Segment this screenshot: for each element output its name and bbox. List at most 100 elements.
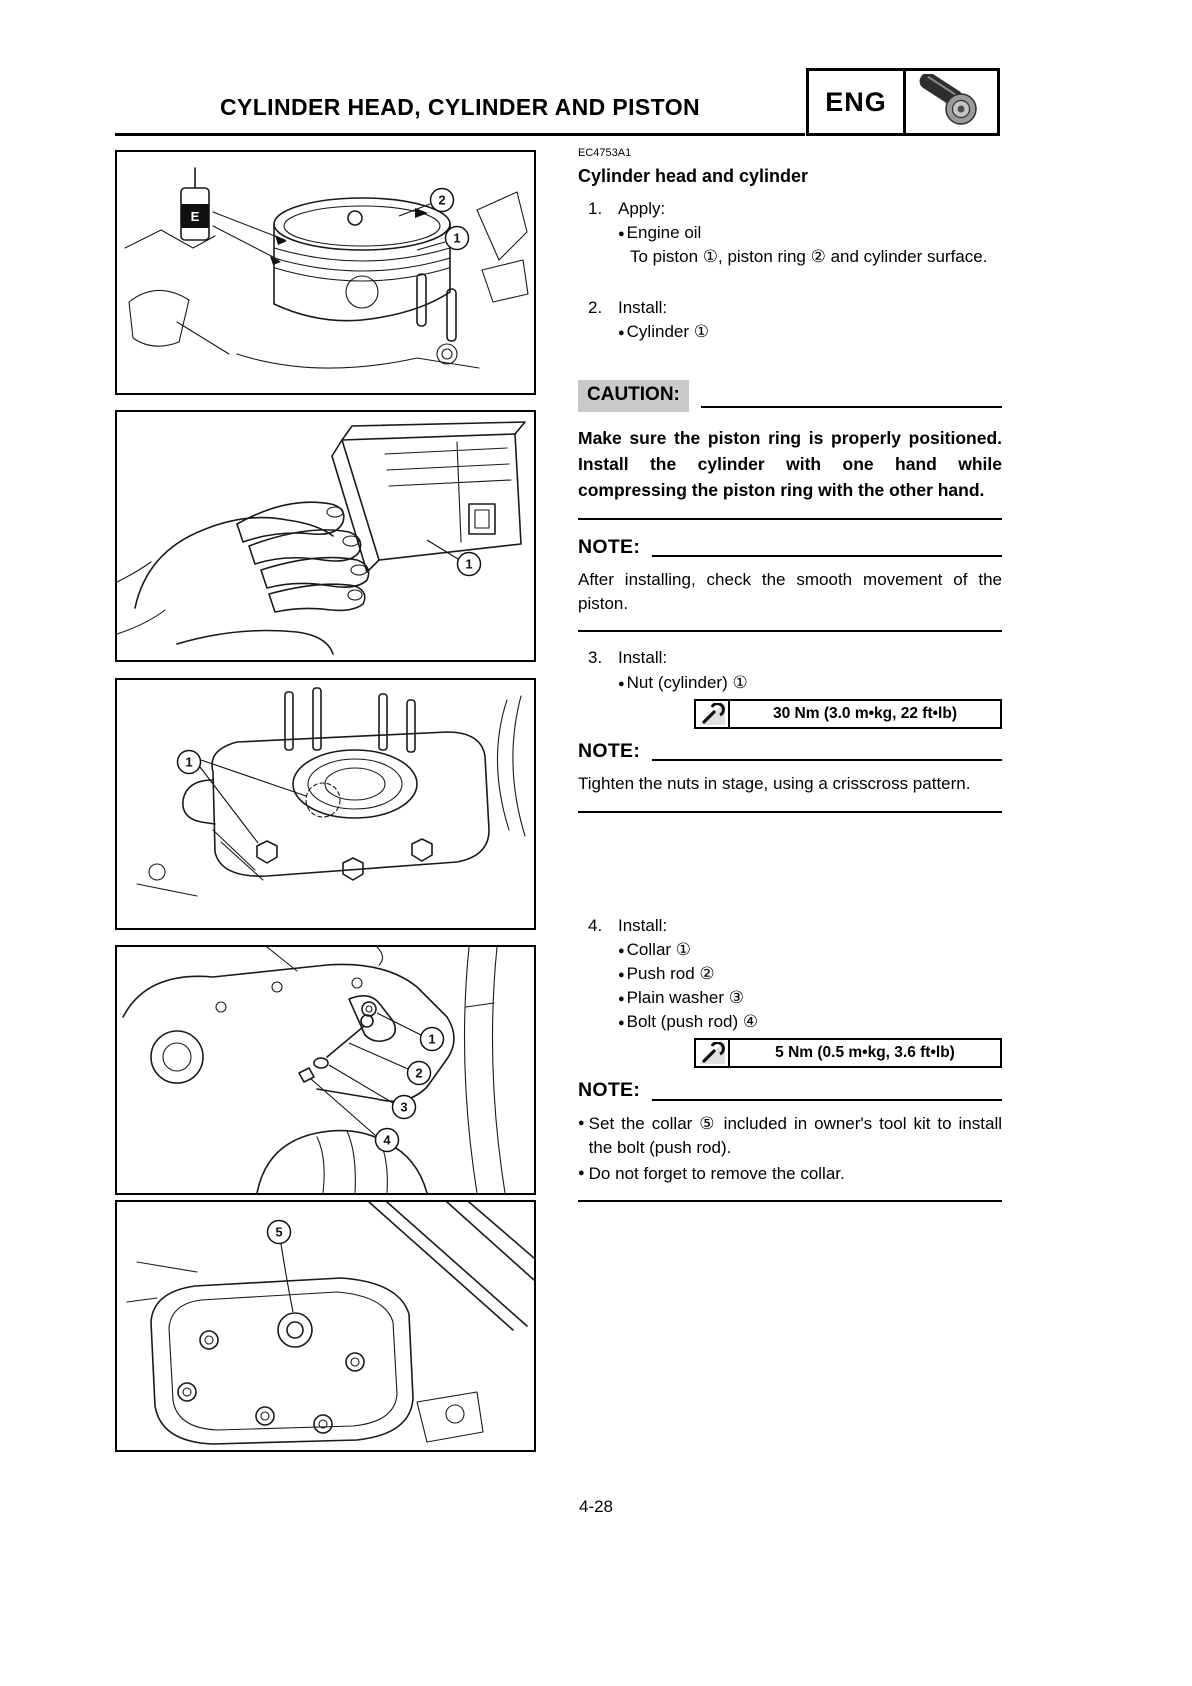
oil-type-label: E — [191, 209, 200, 224]
piston-drawing — [273, 197, 457, 342]
cylinder-drawing — [331, 421, 526, 573]
bullet-push-rod: Push rod ② — [578, 962, 1002, 986]
callout-1: 1 — [416, 225, 470, 251]
callout-1: 1 — [176, 749, 307, 844]
note-2-header: NOTE: — [578, 738, 1002, 766]
step-3: 3. Install: — [578, 646, 1002, 670]
note-2-label: NOTE: — [578, 739, 641, 762]
eng-badge-label: ENG — [825, 86, 887, 117]
section-rule — [578, 810, 1002, 813]
step-1: 1. Apply: — [578, 197, 1002, 221]
note-3-item-2-text: Do not forget to remove the collar. — [588, 1164, 845, 1184]
figure-piston-oil-art: E — [124, 167, 529, 369]
bullet-bolt-push-rod: Bolt (push rod) ④ — [578, 1010, 1002, 1034]
cylinder-top-drawing — [136, 687, 526, 897]
figure-collar: 5 — [115, 1200, 536, 1452]
figure-cylinder-nuts: 1 — [115, 678, 536, 930]
eng-badge: ENG — [806, 68, 906, 136]
section-rule — [578, 630, 1002, 633]
note-3-item-2: Do not forget to remove the collar. — [578, 1162, 1002, 1186]
bullet-plain-washer: Plain washer ③ — [578, 986, 1002, 1010]
page-title: CYLINDER HEAD, CYLINDER AND PISTON — [219, 94, 701, 120]
figure-collar-art: 5 — [126, 1202, 534, 1445]
torque-wrench-icon — [696, 1040, 730, 1067]
bullet-collar-text: Collar ① — [626, 939, 692, 959]
note-3-underline — [652, 1098, 1002, 1101]
step-2: 2. Install: — [578, 296, 1002, 320]
header: CYLINDER HEAD, CYLINDER AND PISTON — [115, 68, 805, 136]
callout-4: 4 — [310, 1078, 400, 1153]
bullet-collar: Collar ① — [578, 938, 1002, 962]
bullet-push-rod-text: Push rod ② — [626, 963, 715, 983]
svg-text:1: 1 — [465, 557, 472, 572]
note-3-item-1: Set the collar ⑤ included in owner's too… — [578, 1112, 1002, 1160]
figure-piston-oil: E — [115, 150, 536, 395]
content-column: EC4753A1 Cylinder head and cylinder 1. A… — [578, 146, 1002, 1216]
step-2-label: Install: — [618, 297, 668, 317]
callout-3: 3 — [328, 1064, 417, 1120]
note-1-label: NOTE: — [578, 535, 641, 558]
step-4-label: Install: — [618, 915, 668, 935]
note-1-text: After installing, check the smooth movem… — [578, 570, 1002, 614]
torque-spec-cylinder-nut: 30 Nm (3.0 m•kg, 22 ft•lb) — [694, 698, 1002, 729]
section-rule — [578, 517, 1002, 520]
note-2-underline — [652, 759, 1002, 762]
figures-column: E — [115, 150, 536, 1452]
caution-header: CAUTION: — [578, 379, 1002, 412]
svg-text:2: 2 — [415, 1066, 422, 1081]
torque-spec-push-rod-bolt: 5 Nm (0.5 m•kg, 3.6 ft•lb) — [694, 1038, 1002, 1069]
callout-1: 1 — [426, 539, 482, 577]
callout-1: 1 — [376, 1012, 445, 1052]
bullet-plain-washer-text: Plain washer ③ — [626, 987, 744, 1007]
crankcase-background — [124, 191, 529, 369]
callout-2: 2 — [398, 187, 455, 217]
torque-value: 30 Nm (3.0 m•kg, 22 ft•lb) — [773, 704, 957, 722]
note-3-label: NOTE: — [578, 1079, 641, 1102]
step-4-number: 4. — [588, 915, 603, 935]
spacer — [578, 827, 1002, 911]
section-title: Cylinder head and cylinder — [578, 165, 809, 186]
engine-case-drawing — [122, 947, 506, 1193]
step-1-detail: To piston ①, piston ring ② and cylinder … — [630, 247, 988, 267]
figure-push-rod: 1 2 3 4 — [115, 945, 536, 1195]
glove-hand-drawing — [256, 1129, 428, 1193]
hand-drawing — [117, 501, 370, 655]
caution-text: Make sure the piston ring is properly po… — [578, 427, 1002, 501]
section-code: EC4753A1 — [578, 147, 632, 159]
page-number: 4-28 — [578, 1497, 614, 1516]
cylinder-piston-icon — [919, 74, 977, 125]
caution-label: CAUTION: — [578, 379, 689, 412]
bullet-engine-oil: Engine oil — [578, 221, 1002, 245]
section-rule — [578, 1200, 1002, 1203]
step-4: 4. Install: — [578, 914, 1002, 938]
callout-5: 5 — [266, 1219, 294, 1313]
svg-text:5: 5 — [275, 1225, 282, 1240]
page-footer: 4-28 — [0, 1497, 1192, 1517]
bullet-engine-oil-text: Engine oil — [626, 223, 702, 243]
engine-icon-box — [903, 68, 1000, 136]
svg-text:1: 1 — [185, 755, 192, 770]
bullet-cylinder: Cylinder ① — [578, 320, 1002, 344]
note-1-header: NOTE: — [578, 534, 1002, 562]
figure-push-rod-art: 1 2 3 4 — [122, 947, 506, 1193]
svg-text:3: 3 — [400, 1100, 407, 1115]
step-3-number: 3. — [588, 648, 603, 668]
figure-cylinder-nuts-art: 1 — [136, 687, 526, 897]
svg-text:2: 2 — [438, 193, 445, 208]
svg-text:1: 1 — [428, 1032, 435, 1047]
note-2-text: Tighten the nuts in stage, using a criss… — [578, 774, 971, 794]
svg-text:4: 4 — [383, 1133, 391, 1148]
bullet-cylinder-text: Cylinder ① — [626, 321, 709, 341]
step-2-number: 2. — [588, 297, 603, 317]
figure-hand-cylinder: 1 — [115, 410, 536, 662]
note-3-header: NOTE: — [578, 1077, 1002, 1105]
note-3-item-1-text: Set the collar ⑤ included in owner's too… — [588, 1113, 1002, 1157]
caution-underline — [700, 405, 1002, 408]
bullet-nut-cylinder-text: Nut (cylinder) ① — [626, 672, 748, 692]
bullet-bolt-push-rod-text: Bolt (push rod) ④ — [626, 1012, 759, 1031]
bullet-nut-cylinder: Nut (cylinder) ① — [578, 671, 1002, 695]
oil-bottle-icon: E — [180, 167, 287, 265]
crankcase-cover-drawing — [126, 1202, 534, 1445]
step-1-label: Apply: — [618, 199, 666, 219]
step-1-number: 1. — [588, 199, 603, 219]
